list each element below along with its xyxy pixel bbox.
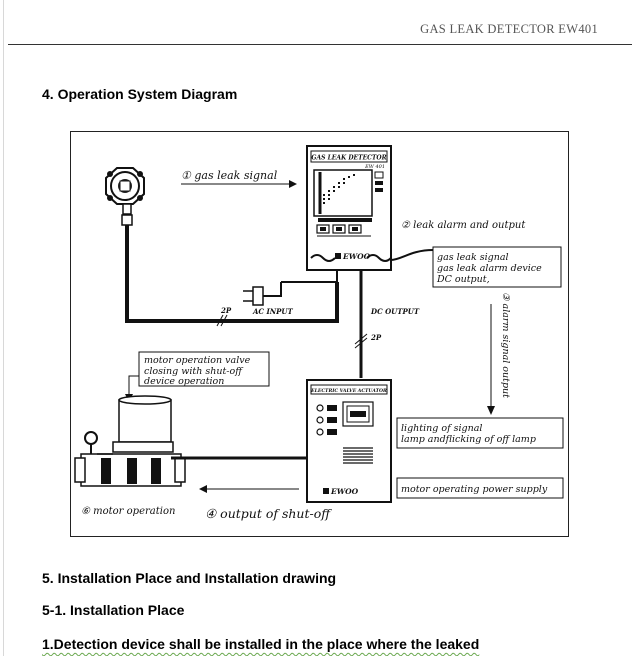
- gas-leak-detector-unit: GAS LEAK DETECTOR EW 401 EWOO: [306, 145, 392, 271]
- section-5-heading: 5. Installation Place and Installation d…: [42, 570, 337, 586]
- ac-2p-label: 2P: [220, 306, 232, 315]
- page-left-margin-line: [3, 0, 4, 656]
- motor-box-line-2: closing with shut-off: [144, 366, 244, 377]
- gas-sensor-icon: [105, 167, 145, 235]
- motor-valve-icon: [74, 395, 186, 487]
- dc-output-label: DC OUTPUT: [370, 307, 420, 316]
- lamp-box-line-2: lamp andflicking of off lamp: [401, 434, 536, 445]
- output-box-line-3: DC output,: [436, 274, 490, 285]
- dc-2p-label: 2P: [370, 333, 382, 342]
- ac-plug-icon: [243, 282, 282, 306]
- leak-alarm-output-label: ② leak alarm and output: [401, 220, 526, 231]
- diagram-drawing: ① gas leak signal GAS LEAK DETECTOR EW 4…: [74, 145, 564, 521]
- actuator-title-label: ELECTRIC VALVE ACTUATOR: [310, 388, 387, 394]
- lamp-box-line-1: lighting of signal: [401, 423, 482, 434]
- actuator-brand-label: EWOO: [330, 487, 359, 496]
- header-divider: [8, 44, 632, 45]
- electric-valve-actuator-unit: ELECTRIC VALVE ACTUATOR EWOO: [306, 379, 392, 503]
- section-4-heading: 4. Operation System Diagram: [42, 86, 238, 102]
- detector-title-label: GAS LEAK DETECTOR: [311, 155, 386, 162]
- operation-system-diagram: ① gas leak signal GAS LEAK DETECTOR EW 4…: [70, 131, 569, 537]
- output-box-line-1: gas leak signal: [437, 252, 509, 263]
- section-5-1-heading: 5-1. Installation Place: [42, 602, 185, 618]
- motor-box-line-1: motor operation valve: [144, 355, 251, 366]
- alarm-signal-output-label: ③ alarm signal output: [500, 292, 511, 398]
- gas-leak-signal-label: ① gas leak signal: [181, 169, 278, 182]
- ac-input-label: AC INPUT: [252, 307, 293, 316]
- motor-box-line-3: device operation: [144, 376, 224, 387]
- output-shutoff-label: ④ output of shut-off: [205, 506, 332, 521]
- installation-body-text: 1.Detection device shall be installed in…: [42, 636, 480, 652]
- motor-power-supply-label: motor operating power supply: [401, 484, 548, 495]
- motor-operation-label: ⑥ motor operation: [81, 506, 175, 517]
- document-header-title: GAS LEAK DETECTOR EW401: [420, 22, 598, 36]
- output-box-line-2: gas leak alarm device: [437, 263, 542, 274]
- detector-model-label: EW 401: [364, 164, 385, 170]
- detector-brand-label: EWOO: [342, 252, 371, 261]
